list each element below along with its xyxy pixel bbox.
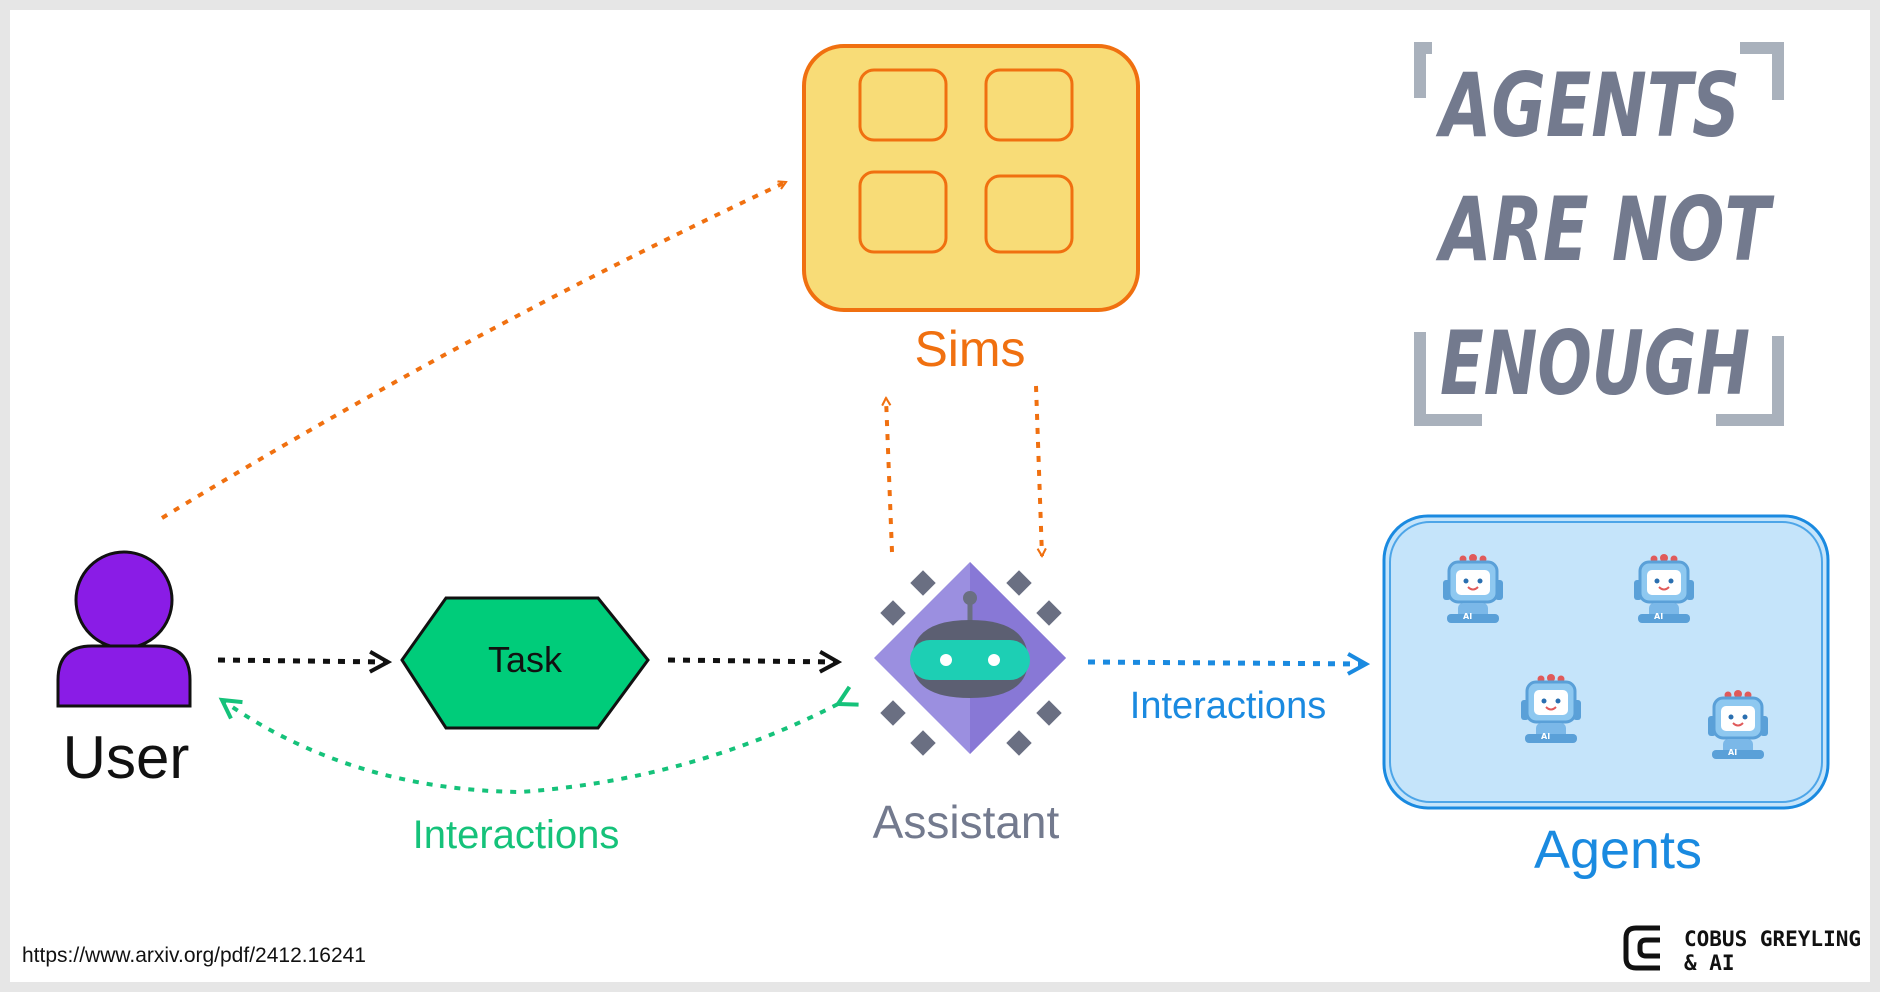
edge-assistant-to-sims bbox=[886, 398, 894, 553]
sims-box bbox=[802, 44, 1140, 312]
agents-label: Agents bbox=[1534, 820, 1702, 880]
sims-tile-4 bbox=[984, 174, 1074, 254]
assistant-label: Assistant bbox=[873, 796, 1060, 848]
assistant-node: Assistant bbox=[873, 562, 1066, 848]
sims-tile-3 bbox=[858, 170, 948, 254]
sims-tile-2 bbox=[984, 68, 1074, 142]
user-icon bbox=[56, 550, 192, 708]
assistant-chip-icon bbox=[874, 562, 1066, 756]
sims-node: Sims bbox=[802, 44, 1140, 377]
brand-name-line-1: COBUS GREYLING bbox=[1684, 927, 1861, 951]
task-node: Task bbox=[400, 596, 650, 730]
title-block: AGENTS ARE NOT ENOUGH bbox=[1414, 42, 1784, 426]
title-bracket-top-left bbox=[1414, 42, 1432, 98]
title-line-2: ARE NOT bbox=[1435, 178, 1774, 281]
sims-tile-1 bbox=[858, 68, 948, 142]
title-line-1: AGENTS bbox=[1435, 54, 1740, 157]
user-node: User bbox=[56, 550, 192, 791]
interactions-label-blue: Interactions bbox=[1130, 685, 1326, 727]
edge-user-to-sims bbox=[160, 180, 786, 520]
user-label: User bbox=[63, 724, 190, 791]
title-line-3: ENOUGH bbox=[1440, 312, 1750, 415]
agents-box bbox=[1382, 514, 1830, 810]
title-bracket-top-right bbox=[1740, 42, 1784, 100]
task-label: Task bbox=[488, 639, 563, 680]
title-bracket-bottom-right bbox=[1716, 336, 1784, 426]
interactions-label-green: Interactions bbox=[413, 813, 620, 857]
edge-task-to-assistant bbox=[667, 660, 838, 662]
title-bracket-bottom-left bbox=[1414, 332, 1482, 426]
source-url[interactable]: https://www.arxiv.org/pdf/2412.16241 bbox=[22, 944, 366, 967]
agents-node: Agents bbox=[1382, 514, 1830, 880]
brand-name-line-2: & AI bbox=[1684, 951, 1735, 975]
brand-logo-icon bbox=[1623, 925, 1660, 971]
edge-user-to-task bbox=[217, 660, 388, 662]
sims-label: Sims bbox=[914, 321, 1025, 377]
edge-assistant-to-agents bbox=[1087, 662, 1366, 664]
edges: Interactions Interactions bbox=[160, 180, 1366, 857]
edge-assistant-user-interactions bbox=[222, 700, 838, 795]
edge-sims-to-assistant bbox=[1034, 385, 1042, 556]
footer: https://www.arxiv.org/pdf/2412.16241 COB… bbox=[22, 925, 1861, 975]
